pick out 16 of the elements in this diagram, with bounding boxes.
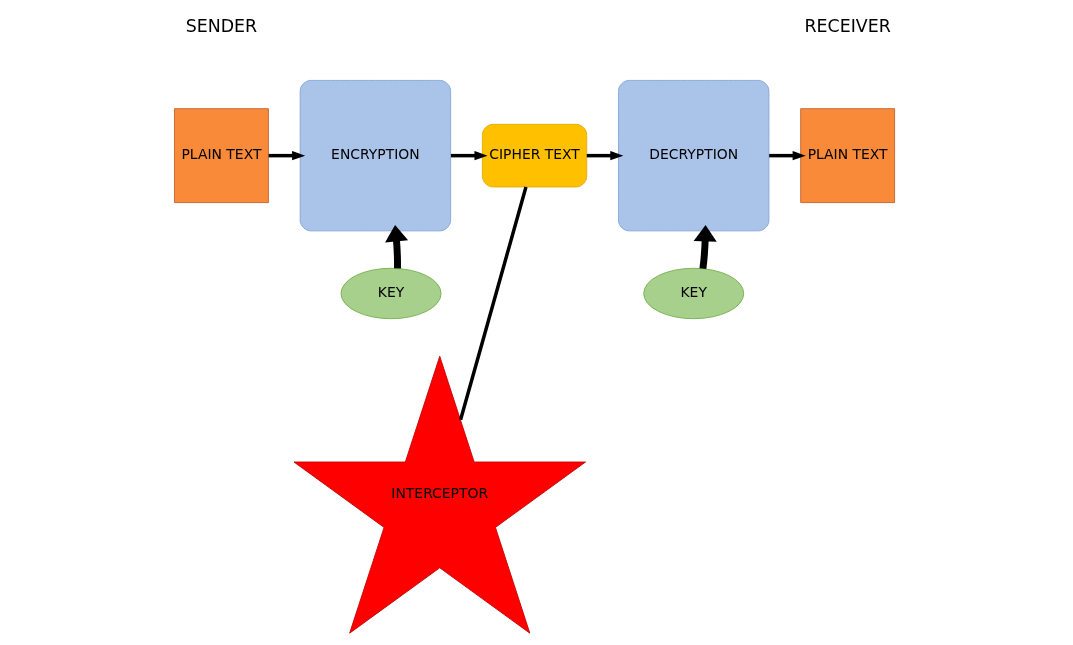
arrow: [693, 224, 717, 270]
label: RECEIVER: [804, 15, 891, 36]
label: SENDER: [185, 15, 258, 36]
node-box: CIPHER TEXT: [481, 123, 588, 188]
node-box: PLAIN TEXT: [174, 108, 269, 204]
arrow: [769, 151, 806, 161]
arrow: [586, 151, 624, 161]
node-box: DECRYPTION: [618, 79, 770, 232]
node-box: ENCRYPTION: [299, 79, 452, 232]
connector: [458, 186, 528, 421]
arrow: [450, 151, 488, 161]
node-box: PLAIN TEXT: [800, 108, 896, 204]
node-ellipse: KEY: [643, 267, 745, 320]
node-ellipse: KEY: [340, 267, 442, 320]
arrow: [385, 224, 409, 269]
arrow: [268, 151, 306, 161]
